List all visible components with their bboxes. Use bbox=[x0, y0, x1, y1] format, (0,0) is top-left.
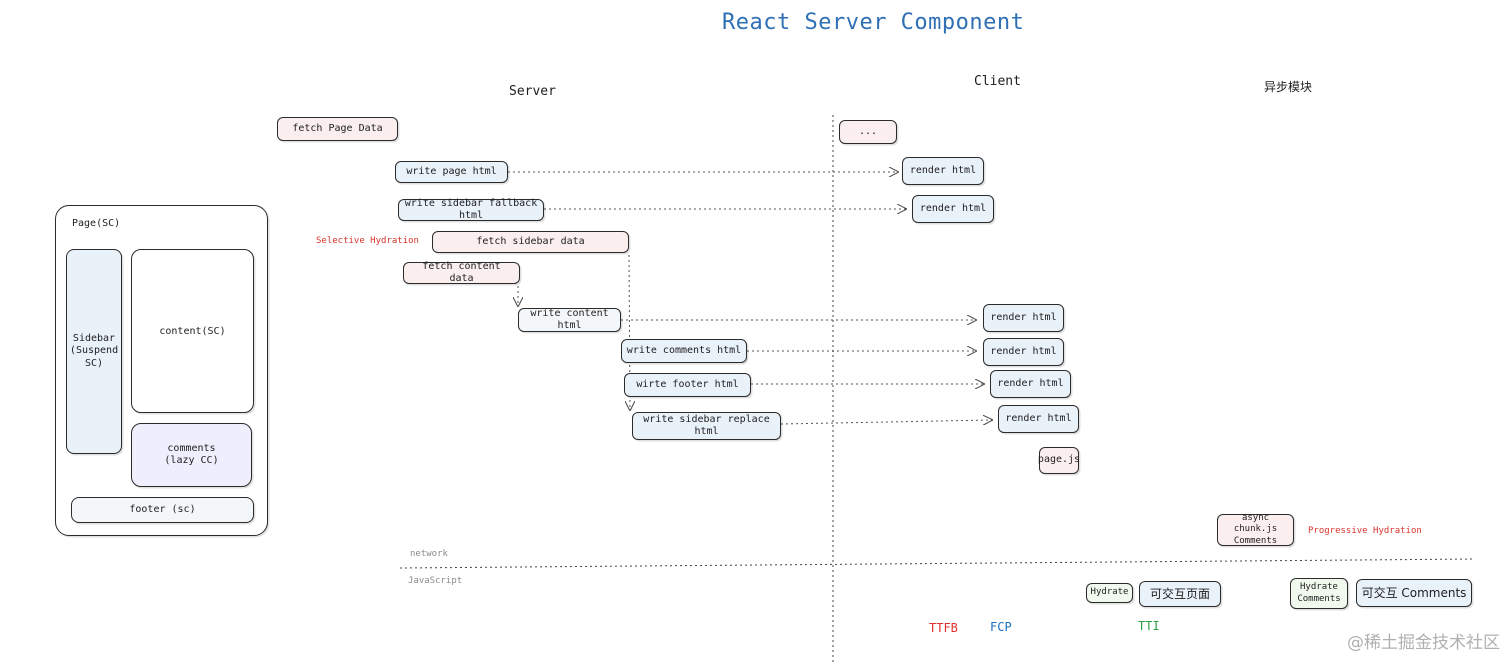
write-sidebar-fallback-box: write sidebar fallback html bbox=[398, 198, 544, 221]
write-footer-html-box: wirte footer html bbox=[624, 373, 751, 397]
client-ellipsis-box: ... bbox=[839, 120, 897, 144]
render-html-box-4: render html bbox=[983, 338, 1064, 366]
comments-cc-box: comments (lazy CC) bbox=[131, 423, 252, 487]
page-sc-label: Page(SC) bbox=[72, 218, 121, 229]
render-html-box-3: render html bbox=[983, 304, 1064, 332]
fetch-content-data-box: fetch content data bbox=[403, 261, 520, 284]
arrow-sidebar-replace bbox=[780, 420, 992, 424]
fetch-sidebar-data-box: fetch sidebar data bbox=[432, 231, 629, 253]
watermark: @稀土掘金技术社区 bbox=[1347, 633, 1500, 653]
fetch-page-data-box: fetch Page Data bbox=[277, 117, 398, 141]
interactive-page-box: 可交互页面 bbox=[1139, 581, 1221, 607]
hydrate-box: Hydrate bbox=[1086, 583, 1133, 603]
heading-client: Client bbox=[974, 74, 1021, 89]
page-js-box: page.js bbox=[1038, 447, 1080, 474]
interactive-comments-box: 可交互 Comments bbox=[1356, 579, 1472, 607]
render-html-box-2: render html bbox=[912, 195, 994, 223]
async-chunk-box: async chunk.js Comments bbox=[1217, 513, 1294, 546]
network-js-divider bbox=[399, 558, 1476, 569]
sidebar-sc-box: Sidebar (Suspend SC) bbox=[66, 249, 122, 454]
heading-async-module: 异步模块 bbox=[1264, 80, 1313, 94]
render-html-box-5: render html bbox=[990, 370, 1071, 398]
metric-fcp: FCP bbox=[990, 620, 1012, 634]
network-label: network bbox=[410, 549, 448, 559]
write-content-html-box: write content html bbox=[518, 308, 621, 332]
metric-tti: TTI bbox=[1138, 619, 1160, 633]
heading-server: Server bbox=[509, 84, 556, 99]
render-html-box-1: render html bbox=[902, 157, 984, 185]
content-sc-box: content(SC) bbox=[131, 249, 254, 413]
render-html-box-6: render html bbox=[998, 405, 1079, 433]
write-comments-html-box: write comments html bbox=[621, 339, 747, 363]
metric-ttfb: TTFB bbox=[929, 621, 958, 635]
write-page-html-box: write page html bbox=[395, 161, 508, 183]
javascript-label: JavaScript bbox=[408, 576, 463, 586]
progressive-hydration-note: Progressive Hydration bbox=[1308, 526, 1422, 536]
write-sidebar-replace-box: write sidebar replace html bbox=[632, 412, 781, 440]
diagram-title: React Server Component bbox=[722, 10, 1025, 35]
selective-hydration-note: Selective Hydration bbox=[316, 236, 419, 246]
footer-sc-box: footer (sc) bbox=[71, 497, 254, 523]
hydrate-comments-box: Hydrate Comments bbox=[1290, 578, 1348, 609]
